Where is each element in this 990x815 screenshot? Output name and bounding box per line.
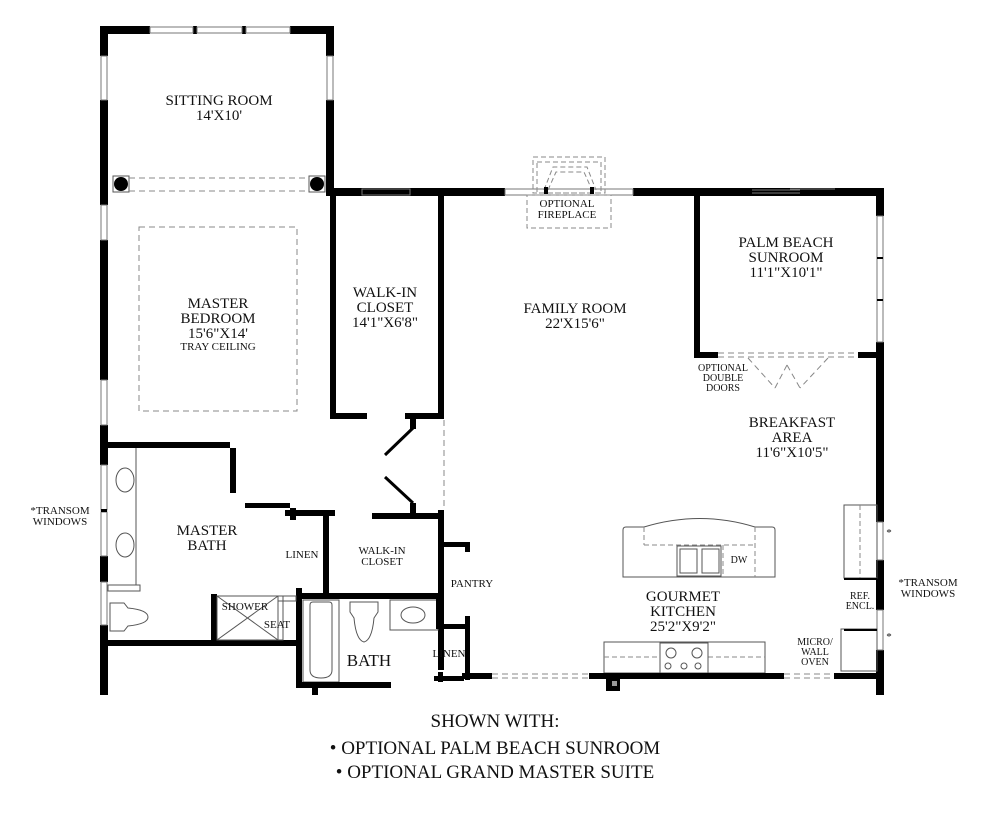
sitting-room-walls bbox=[100, 26, 334, 195]
linen-2-label: LINEN bbox=[432, 648, 466, 660]
double-doors-dashed bbox=[718, 352, 858, 389]
sitting-room-label: SITTING ROOM 14'X10' bbox=[165, 93, 273, 124]
right-exterior-wall bbox=[876, 560, 884, 695]
sitting-room-windows bbox=[100, 26, 334, 101]
master-bedroom-windows bbox=[100, 188, 411, 426]
transom-asterisk-1: * bbox=[886, 527, 892, 539]
bottom-wall-kitchen bbox=[462, 673, 884, 691]
sunroom-label: PALM BEACH SUNROOM 11'1"X10'1" bbox=[738, 235, 834, 281]
transom-asterisk-2: * bbox=[886, 631, 892, 643]
kitchen-slider-doors bbox=[492, 673, 834, 679]
columns bbox=[112, 175, 326, 193]
walk-in-closet-label: WALK-IN CLOSET 14'1"X6'8" bbox=[352, 285, 418, 331]
seat-label: SEAT bbox=[263, 619, 291, 631]
fireplace-outline bbox=[526, 156, 612, 229]
master-bath-label: MASTER BATH bbox=[176, 523, 238, 554]
shown-with-item-master-suite: • OPTIONAL GRAND MASTER SUITE bbox=[335, 762, 655, 783]
ref-encl-label: REF. ENCL. bbox=[845, 591, 875, 612]
optional-fireplace-label: OPTIONAL FIREPLACE bbox=[537, 198, 597, 221]
linen-1-label: LINEN bbox=[285, 549, 319, 561]
pantry-linen-walls bbox=[434, 510, 470, 682]
micro-wall-oven-label: MICRO/ WALL OVEN bbox=[797, 637, 833, 668]
master-bath-fixtures bbox=[107, 448, 297, 641]
shown-with-heading: SHOWN WITH: bbox=[430, 711, 560, 732]
transom-windows-left-note: *TRANSOM WINDOWS bbox=[30, 505, 90, 528]
breakfast-area-label: BREAKFAST AREA 11'6"X10'5" bbox=[748, 415, 836, 461]
walk-in-closet-walls bbox=[330, 192, 444, 419]
tray-ceiling-outline bbox=[138, 226, 298, 412]
walk-in-closet-small-label: WALK-IN CLOSET bbox=[358, 545, 406, 568]
hall-door-jambs bbox=[410, 417, 416, 515]
master-bath-walls bbox=[100, 442, 444, 695]
master-bedroom-walls bbox=[100, 175, 446, 455]
sunroom-walls bbox=[694, 188, 884, 522]
master-bedroom-label: MASTER BEDROOM 15'6"X14' TRAY CEILING bbox=[180, 296, 256, 353]
kitchen-counter-cooktop bbox=[603, 641, 766, 674]
bath-label: BATH bbox=[346, 651, 392, 670]
kitchen-right-cabinets bbox=[840, 504, 878, 672]
shower-label: SHOWER bbox=[221, 601, 269, 613]
optional-double-doors-label: OPTIONAL DOUBLE DOORS bbox=[698, 363, 748, 394]
hall-door-swings bbox=[383, 426, 415, 505]
transom-windows-right-note: *TRANSOM WINDOWS bbox=[898, 577, 958, 600]
family-room-window bbox=[504, 188, 634, 196]
bath-walls bbox=[296, 599, 442, 695]
master-bath-windows bbox=[100, 464, 108, 626]
shown-with-item-sunroom: • OPTIONAL PALM BEACH SUNROOM bbox=[329, 738, 661, 759]
family-room-walls bbox=[440, 188, 883, 196]
family-room-label: FAMILY ROOM 22'X15'6" bbox=[523, 301, 627, 332]
pantry-label: PANTRY bbox=[450, 578, 494, 590]
gourmet-kitchen-label: GOURMET KITCHEN 25'2"X9'2" bbox=[645, 589, 721, 635]
dishwasher-label: DW bbox=[730, 555, 748, 566]
kitchen-island bbox=[622, 518, 776, 578]
